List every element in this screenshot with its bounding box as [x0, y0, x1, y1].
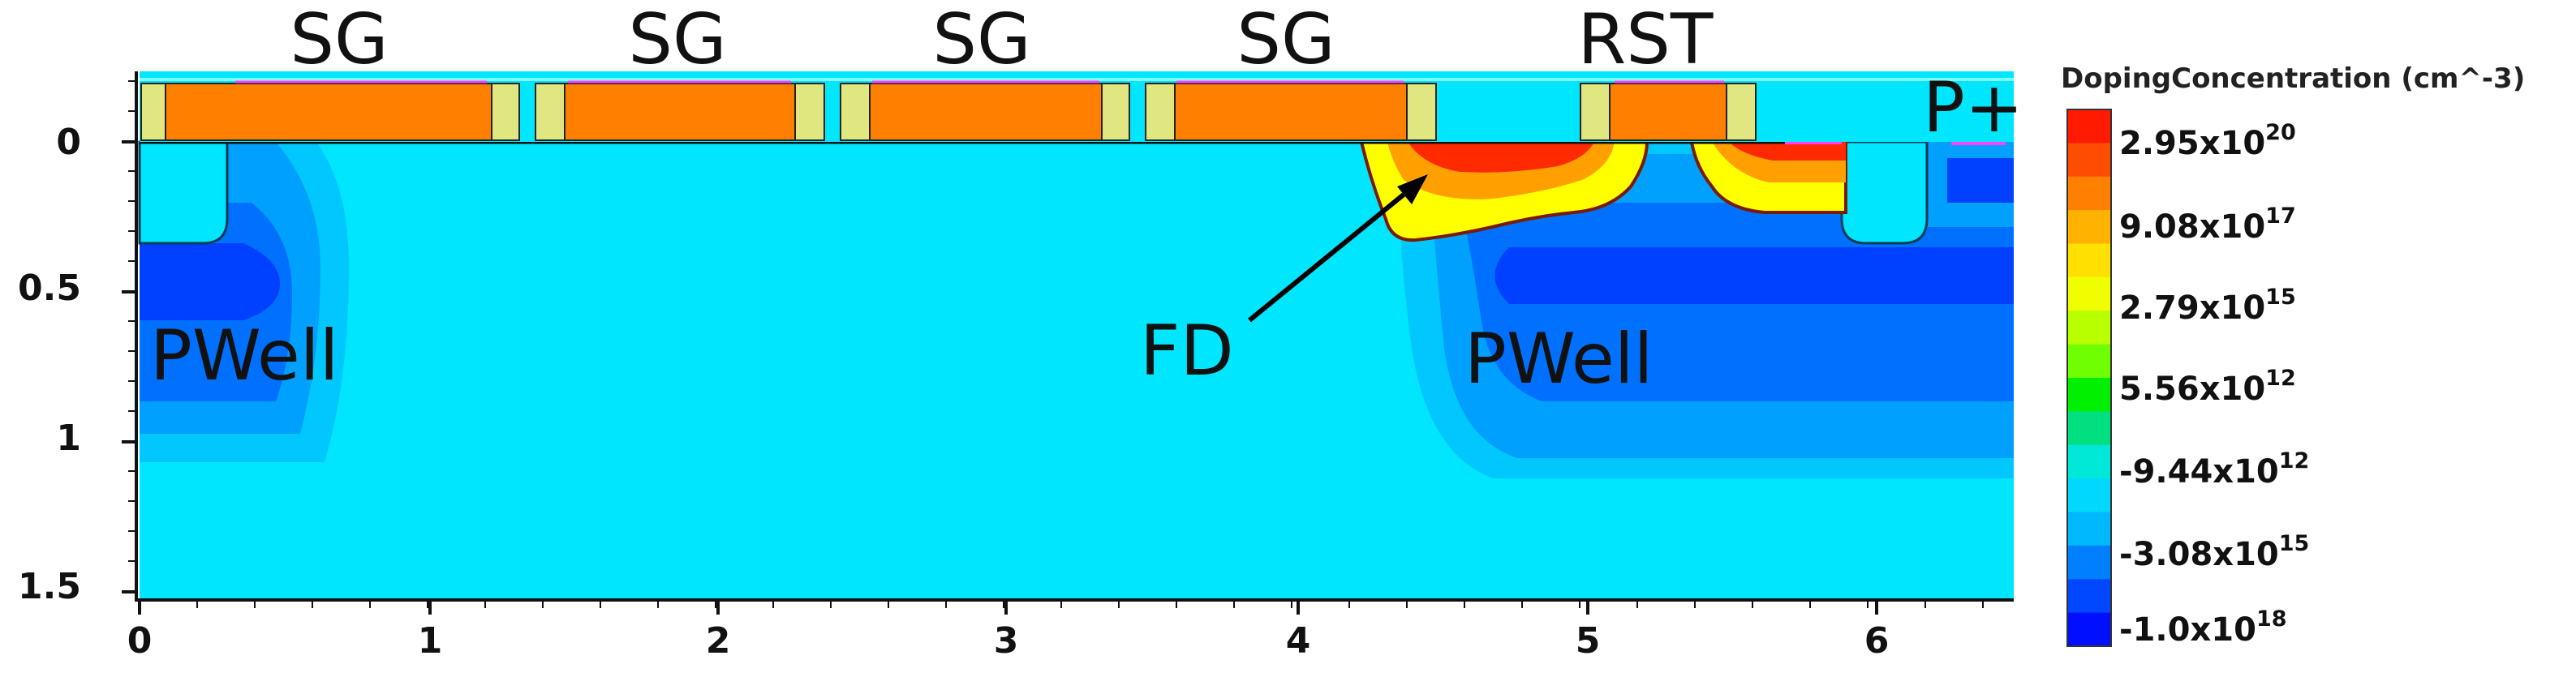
colorbar-swatch: [2067, 344, 2111, 379]
x-tick-label: 1: [418, 620, 443, 662]
gate-label-sg3: SG: [932, 0, 1030, 80]
surface-pink-strip: [1785, 140, 1842, 144]
colorbar-label: 2.95x1020: [2119, 120, 2296, 162]
p-plus-contact: [1951, 140, 2006, 145]
spacer-left-rst: [1580, 83, 1611, 141]
colorbar-swatch: [2067, 143, 2111, 178]
colorbar-swatch: [2067, 276, 2111, 311]
fd-region: [1359, 140, 1649, 242]
x-axis-ticks: 0 1 2 3 4 5 6: [127, 620, 1890, 662]
x-tick-label: 5: [1576, 620, 1601, 662]
gate-label-sg1: SG: [290, 0, 388, 80]
gate-label-rst: RST: [1578, 0, 1714, 80]
spacer-right-sg4: [1406, 83, 1437, 141]
spacer-left-sg4: [1145, 83, 1176, 141]
colorbar-swatch: [2067, 545, 2111, 580]
spacer-right-sg3: [1101, 83, 1130, 141]
colorbar-swatch: [2067, 512, 2111, 546]
gate-stack: [140, 80, 1757, 141]
colorbar-swatch: [2067, 176, 2111, 211]
colorbar-swatch: [2067, 579, 2111, 614]
y-tick-label: 0.5: [18, 268, 81, 309]
colorbar-label: -1.0x1018: [2119, 606, 2287, 649]
region-label-fd: FD: [1140, 311, 1234, 392]
y-tick-label: 0: [56, 122, 81, 163]
colorbar-title: DopingConcentration (cm^-3): [2061, 62, 2525, 95]
spacer-right-sg2: [794, 83, 825, 141]
y-tick-label: 1.5: [18, 566, 81, 607]
gate-rst: [1609, 83, 1727, 141]
spacer-right-sg1: [491, 83, 520, 141]
x-tick-label: 4: [1286, 620, 1311, 662]
gate-label-sg4: SG: [1236, 0, 1335, 80]
fd-arrow: [1248, 174, 1428, 323]
colorbar-swatch: [2067, 411, 2111, 446]
spacer-left-sg1: [140, 83, 166, 141]
region-label-pwell-left: PWell: [150, 315, 339, 396]
colorbar-swatch: [2067, 210, 2111, 244]
gate-sg1: [165, 83, 492, 141]
left-pwell-region: [138, 140, 349, 462]
colorbar-label: 2.79x1015: [2119, 285, 2296, 327]
colorbar-swatch: [2067, 243, 2111, 278]
colorbar-frame: [2066, 109, 2112, 647]
y-axis-ticks: 0 0.5 1 1.5: [18, 122, 81, 607]
colorbar-label: 5.56x1012: [2119, 366, 2296, 408]
y-tick-marks: [122, 80, 136, 593]
x-tick-marks: [138, 600, 1984, 615]
spacer-left-sg2: [535, 83, 566, 141]
x-tick-label: 6: [1864, 620, 1890, 662]
rst-drain-region: [1689, 140, 1847, 214]
x-tick-label: 2: [706, 620, 731, 662]
region-label-pwell-right: PWell: [1464, 319, 1654, 400]
colorbar-label: -3.08x1015: [2119, 531, 2309, 573]
x-tick-label: 3: [994, 620, 1019, 662]
y-tick-label: 1: [56, 418, 81, 459]
colorbar-swatches: [2067, 109, 2111, 647]
colorbar-swatch: [2067, 378, 2111, 412]
region-label-p-plus: P+: [1923, 67, 2023, 148]
gate-label-sg2: SG: [628, 0, 726, 80]
gate-sg4: [1174, 83, 1408, 141]
colorbar-swatch: [2067, 612, 2111, 647]
colorbar-label: -9.44x1012: [2119, 448, 2309, 491]
x-tick-label: 0: [127, 620, 153, 662]
spacer-right-rst: [1726, 83, 1757, 141]
colorbar-swatch: [2067, 478, 2111, 512]
colorbar-swatch: [2067, 311, 2111, 345]
device-plot: [122, 71, 2014, 615]
gate-sg3: [869, 83, 1103, 141]
colorbar-swatch: [2067, 444, 2111, 479]
colorbar-label: 9.08x1017: [2119, 204, 2296, 246]
gate-sg2: [564, 83, 796, 141]
right-pwell-region: [1396, 140, 2014, 478]
colorbar: DopingConcentration (cm^-3) 2.95x1020 9.…: [2061, 62, 2525, 649]
colorbar-swatch: [2067, 109, 2111, 144]
spacer-left-sg3: [840, 83, 871, 141]
